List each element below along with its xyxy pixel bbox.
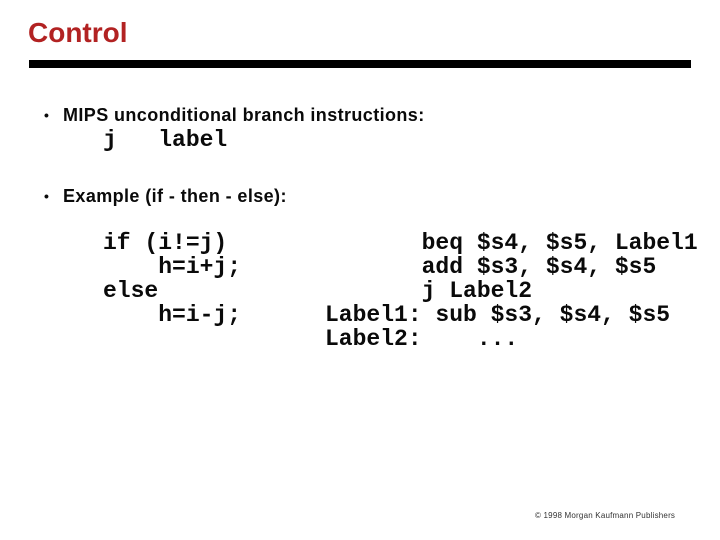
jump-instruction-syntax: j label (103, 127, 228, 153)
bullet-text: Example (if - then - else): (63, 186, 287, 206)
mips-assembly-code-block: beq $s4, $s5, Label1 add $s3, $s4, $s5 j… (325, 230, 698, 352)
bullet-text: MIPS unconditional branch instructions: (63, 105, 425, 125)
c-source-code-block: if (i!=j) h=i+j; else h=i-j; (103, 230, 242, 328)
slide-title: Control (28, 17, 128, 48)
title-rule-divider (29, 60, 691, 68)
bullet-marker-icon: • (44, 107, 50, 123)
bullet-marker-icon: • (44, 188, 50, 204)
bullet-item-mips-branch: • MIPS unconditional branch instructions… (44, 105, 425, 126)
bullet-item-example: • Example (if - then - else): (44, 186, 287, 207)
footer-copyright: © 1998 Morgan Kaufmann Publishers (535, 511, 676, 520)
